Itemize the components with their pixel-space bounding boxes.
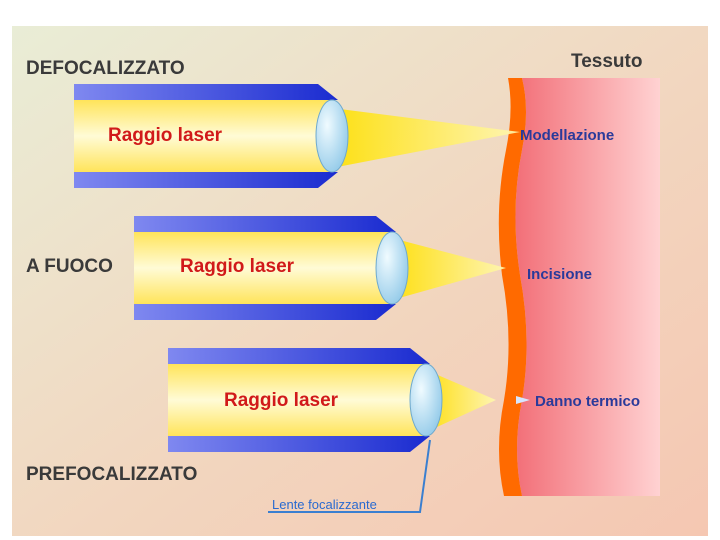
beam-body (74, 100, 332, 172)
beam-cone (332, 108, 520, 168)
lens (409, 363, 443, 437)
beam-blue-top (168, 348, 430, 364)
lens-label: Lente focalizzante (272, 497, 377, 512)
beam-body (168, 364, 426, 436)
beam-blue-bottom (74, 172, 338, 188)
effect-label-incisione: Incisione (527, 266, 592, 283)
beam-blue-bottom (168, 436, 430, 452)
mode-label-defocused: DEFOCALIZZATO (26, 58, 185, 79)
effect-label-modellazione: Modellazione (520, 127, 614, 144)
lens (375, 231, 409, 305)
lens-callout-line (268, 439, 431, 513)
mode-label-prefocused: PREFOCALIZZATO (26, 464, 197, 485)
beam-focused: Raggio laser (134, 216, 506, 320)
beam-blue-bottom (134, 304, 396, 320)
lens (315, 99, 349, 173)
effect-label-danno-termico: Danno termico (535, 393, 640, 410)
tissue (498, 78, 660, 496)
beam-blue-top (74, 84, 338, 100)
beam-body (134, 232, 392, 304)
tissue-body (515, 78, 660, 496)
beam-prefocused: Raggio laser (168, 348, 496, 452)
beam-cone (426, 370, 496, 432)
beam-blue-top (134, 216, 396, 232)
mode-label-focused: A FUOCO (26, 256, 113, 277)
beam-cone (392, 238, 506, 300)
arrow-icon (516, 396, 530, 404)
tissue-label: Tessuto (571, 51, 642, 72)
beam-label: Raggio laser (108, 125, 223, 146)
tissue-surface (498, 78, 527, 496)
beam-label: Raggio laser (224, 390, 339, 411)
beam-label: Raggio laser (180, 256, 295, 277)
beam-defocused: Raggio laser (74, 84, 520, 188)
